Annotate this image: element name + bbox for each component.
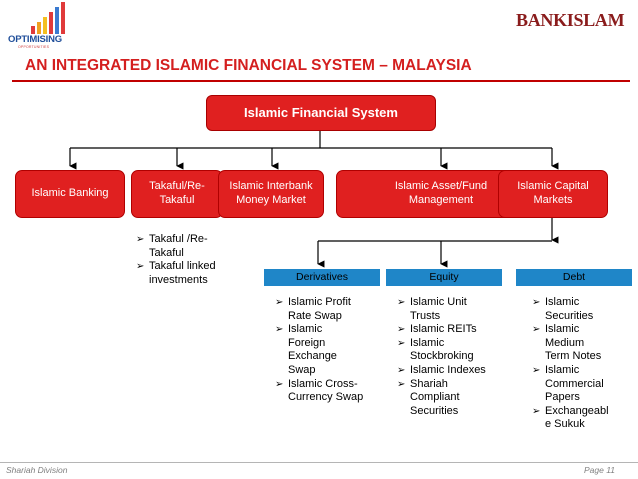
list-item: Islamic REITs — [397, 323, 497, 337]
footer-divider — [0, 462, 638, 463]
category-label: Islamic Capital Markets — [517, 180, 589, 206]
list-item: Islamic Indexes — [397, 364, 497, 378]
group-label: Debt — [562, 270, 586, 283]
list-item: Takaful linked investments — [136, 260, 226, 287]
list-item: Islamic Cross-Currency Swap — [275, 378, 365, 405]
group-derivatives: Derivatives — [264, 269, 380, 286]
equity-list: Islamic Unit Trusts Islamic REITs Islami… — [397, 296, 497, 418]
optimising-logo: OPTIMISING OPPORTUNITIES — [8, 2, 78, 49]
root-box-islamic-financial-system: Islamic Financial System — [206, 95, 436, 131]
category-capital-markets: Islamic Capital Markets — [498, 170, 608, 218]
logo-right-wordmark: BANKISLAM — [516, 10, 625, 30]
category-takaful: Takaful/Re-Takaful — [131, 170, 223, 218]
list-item: Islamic Unit Trusts — [397, 296, 483, 323]
logo-left-tagline: OPPORTUNITIES — [18, 45, 50, 49]
bank-islam-logo: BANKISLAM — [516, 6, 628, 36]
list-item: Islamic Profit Rate Swap — [275, 296, 375, 323]
list-item: Shariah Compliant Securities — [397, 378, 473, 419]
list-item: Islamic Foreign Exchange Swap — [275, 323, 347, 377]
group-equity: Equity — [386, 269, 502, 286]
page-title: AN INTEGRATED ISLAMIC FINANCIAL SYSTEM –… — [25, 57, 472, 74]
bar-chart-logo-icon — [31, 2, 65, 34]
takaful-list: Takaful /Re-Takaful Takaful linked inves… — [136, 233, 226, 287]
debt-list: Islamic Securities Islamic Medium Term N… — [532, 296, 618, 432]
category-label: Islamic Interbank Money Market — [229, 180, 313, 206]
group-debt: Debt — [516, 269, 632, 286]
category-islamic-banking: Islamic Banking — [15, 170, 125, 218]
root-label: Islamic Financial System — [244, 104, 398, 120]
list-item: Islamic Commercial Papers — [532, 364, 610, 405]
list-item: Exchangeable Sukuk — [532, 405, 612, 432]
category-interbank-money-market: Islamic Interbank Money Market — [218, 170, 324, 218]
list-item: Islamic Stockbroking — [397, 337, 483, 364]
group-label: Derivatives — [296, 270, 348, 283]
group-label: Equity — [429, 270, 459, 283]
page-number: Page 11 — [584, 465, 616, 475]
logo-left-wordmark: OPTIMISING — [8, 34, 62, 45]
derivatives-list: Islamic Profit Rate Swap Islamic Foreign… — [275, 296, 375, 405]
category-label: Takaful/Re-Takaful — [149, 180, 205, 206]
footer-division: Shariah Division — [6, 465, 68, 475]
title-divider — [12, 80, 630, 82]
category-label: Islamic Banking — [31, 187, 109, 200]
list-item: Takaful /Re-Takaful — [136, 233, 226, 260]
category-label: Islamic Asset/Fund Management — [394, 180, 488, 206]
list-item: Islamic Medium Term Notes — [532, 323, 604, 364]
list-item: Islamic Securities — [532, 296, 610, 323]
